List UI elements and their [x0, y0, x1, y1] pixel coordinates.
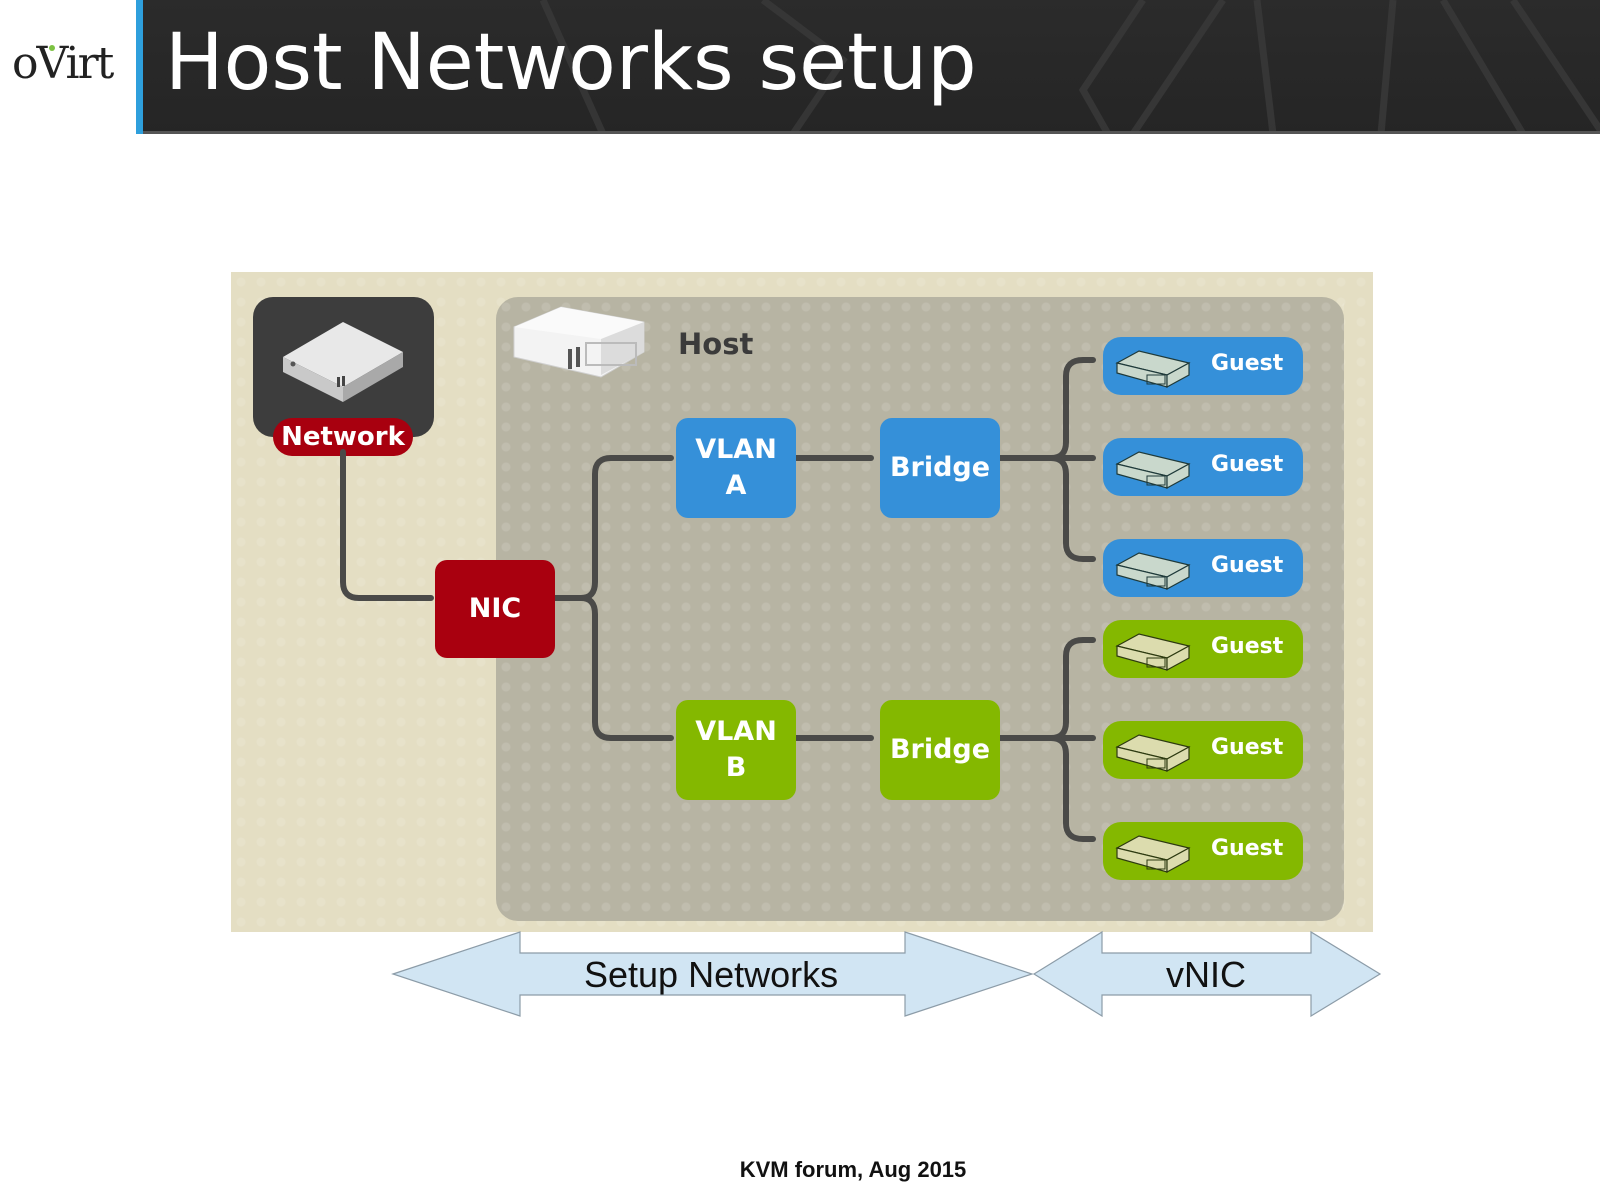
network-diagram: Network Host NIC VLAN: [231, 272, 1373, 932]
title-bar: Host Networks setup: [136, 0, 1600, 134]
guest-label: Guest: [1211, 452, 1284, 477]
vnic-arrow: [1032, 930, 1382, 1018]
vlan-a-node: VLAN A: [676, 418, 796, 518]
nic-card-icon: [1115, 451, 1191, 490]
guest-label: Guest: [1211, 634, 1284, 659]
vlan-a-label-line1: VLAN: [695, 434, 777, 465]
logo-dot-icon: [49, 45, 55, 51]
guest-label: Guest: [1211, 836, 1284, 861]
nic-card-icon: [1115, 552, 1191, 591]
title-bar-decoration: [539, 0, 1600, 134]
guest-label: Guest: [1211, 553, 1284, 578]
page-title: Host Networks setup: [165, 18, 977, 108]
scope-arrows: [391, 930, 1382, 1018]
bridge-a-node: Bridge: [880, 418, 1000, 518]
setup-networks-label: Setup Networks: [584, 954, 839, 995]
guest-b-2: Guest: [1103, 721, 1303, 779]
network-box: [253, 297, 434, 437]
nic-card-icon: [1115, 734, 1191, 773]
setup-networks-arrow: [391, 931, 1034, 1017]
guest-label: Guest: [1211, 735, 1284, 760]
logo-text: oVirt: [12, 38, 114, 89]
nic-node: NIC: [435, 560, 555, 658]
guest-a-3: Guest: [1103, 539, 1303, 597]
guest-label: Guest: [1211, 351, 1284, 376]
bridge-a-label: Bridge: [889, 452, 991, 483]
guest-a-2: Guest: [1103, 438, 1303, 496]
guest-b-1: Guest: [1103, 620, 1303, 678]
vlan-b-label-line1: VLAN: [695, 716, 777, 747]
network-label: Network: [273, 418, 413, 456]
server-icon: [513, 306, 645, 378]
host-label: Host: [678, 327, 754, 361]
bridge-b-node: Bridge: [880, 700, 1000, 800]
footer-text: KVM forum, Aug 2015: [739, 1157, 967, 1182]
vnic-label: vNIC: [1166, 954, 1246, 995]
nic-card-icon: [1115, 633, 1191, 672]
vlan-a-label-line2: A: [725, 470, 747, 501]
host-container: [496, 297, 1344, 921]
network-device-icon: [283, 322, 403, 402]
ovirt-logo: oVirt: [12, 38, 114, 89]
nic-card-icon: [1115, 350, 1191, 389]
bridge-b-label: Bridge: [889, 734, 991, 765]
guest-b-3: Guest: [1103, 822, 1303, 880]
title-underline: [143, 131, 1600, 134]
vlan-b-label-line2: B: [725, 752, 747, 783]
nic-label: NIC: [468, 593, 522, 624]
nic-card-icon: [1115, 835, 1191, 874]
guest-a-1: Guest: [1103, 337, 1303, 395]
vlan-b-node: VLAN B: [676, 700, 796, 800]
